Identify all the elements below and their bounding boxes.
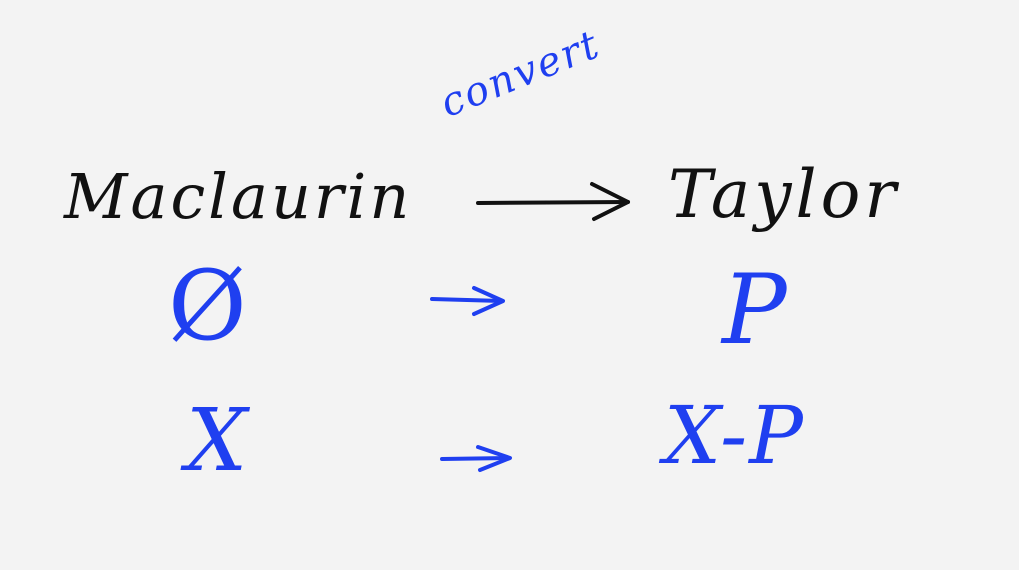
mapping-2-arrow-icon	[440, 445, 512, 472]
maclaurin-label: Maclaurin	[64, 160, 413, 233]
mapping-1-to: P	[722, 254, 787, 366]
mapping-2-from: X	[186, 391, 248, 491]
main-arrow-icon	[476, 182, 630, 221]
mapping-2-to: X-P	[664, 389, 805, 482]
taylor-label: Taylor	[668, 156, 900, 233]
mapping-1-from: Ø	[168, 250, 247, 362]
mapping-1-arrow-icon	[430, 286, 505, 316]
